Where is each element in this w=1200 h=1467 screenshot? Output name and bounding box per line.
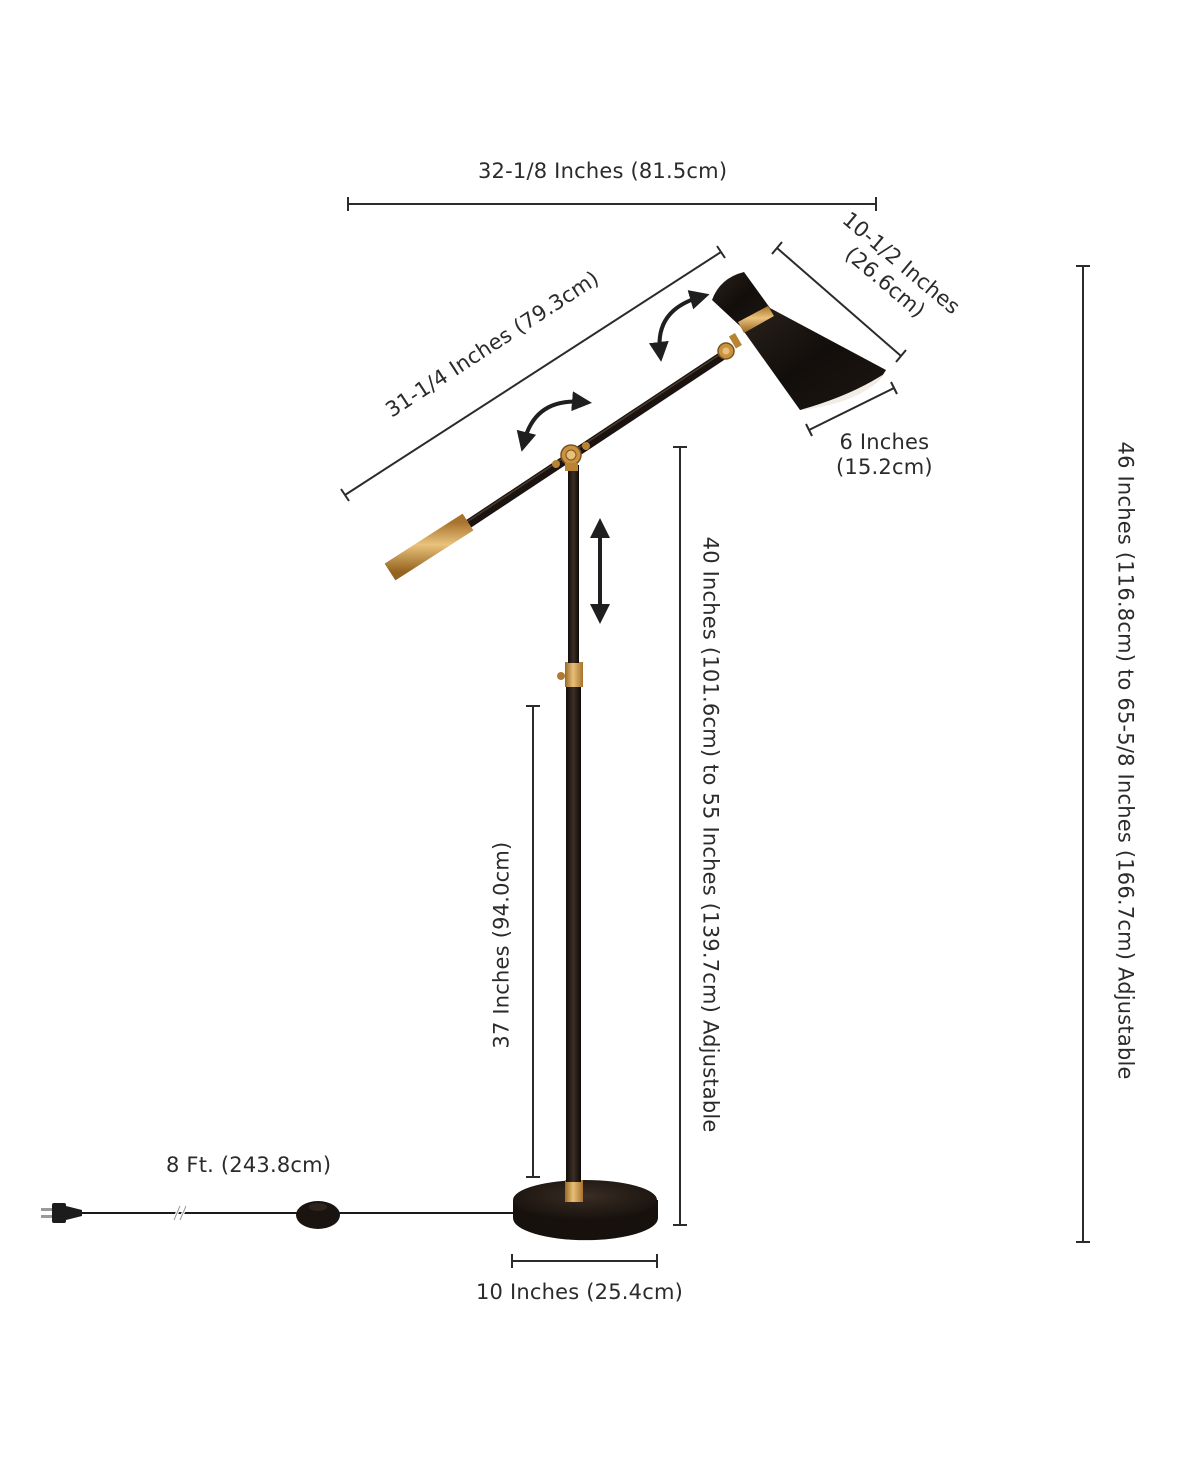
upper-pole — [568, 465, 579, 663]
shade-diameter-line2: (15.2cm) — [836, 455, 933, 480]
overall-width-label: 32-1/8 Inches (81.5cm) — [478, 159, 728, 183]
lower-pole-height-label: 37 Inches (94.0cm) — [489, 841, 514, 1049]
overall-height-label: 46 Inches (116.8cm) to 65-5/8 Inches (16… — [1113, 441, 1138, 1080]
dim-arm-length — [340, 245, 726, 502]
shade-joint — [717, 332, 742, 360]
pivot-joint — [552, 442, 590, 471]
shade-diameter-line1: 6 Inches — [839, 430, 930, 454]
dim-overall-width — [347, 197, 877, 211]
dim-overall-height — [1076, 265, 1090, 1243]
cord-length-label: 8 Ft. (243.8cm) — [166, 1153, 332, 1177]
dim-base-diameter — [511, 1254, 658, 1268]
counterweight — [384, 513, 474, 581]
shade — [712, 272, 886, 410]
plug-icon — [41, 1203, 82, 1223]
dim-shade-length — [771, 241, 907, 363]
height-adjust-collar — [557, 662, 583, 687]
base-collar — [565, 1180, 583, 1202]
shade-diameter-label: 6 Inches (15.2cm) — [836, 430, 933, 480]
shade-tilt-arrow — [648, 290, 710, 362]
round-base — [513, 1180, 658, 1241]
dim-shade-diameter — [805, 381, 898, 437]
arm-swivel-arrow — [516, 391, 592, 452]
lower-pole — [566, 684, 581, 1182]
dim-lower-pole-height — [526, 705, 540, 1178]
foot-switch — [296, 1201, 340, 1229]
dim-pivot-height — [673, 446, 687, 1226]
pivot-height-label: 40 Inches (101.6cm) to 55 Inches (139.7c… — [698, 536, 723, 1133]
shade-collar — [738, 306, 774, 333]
base-diameter-label: 10 Inches (25.4cm) — [476, 1280, 684, 1304]
